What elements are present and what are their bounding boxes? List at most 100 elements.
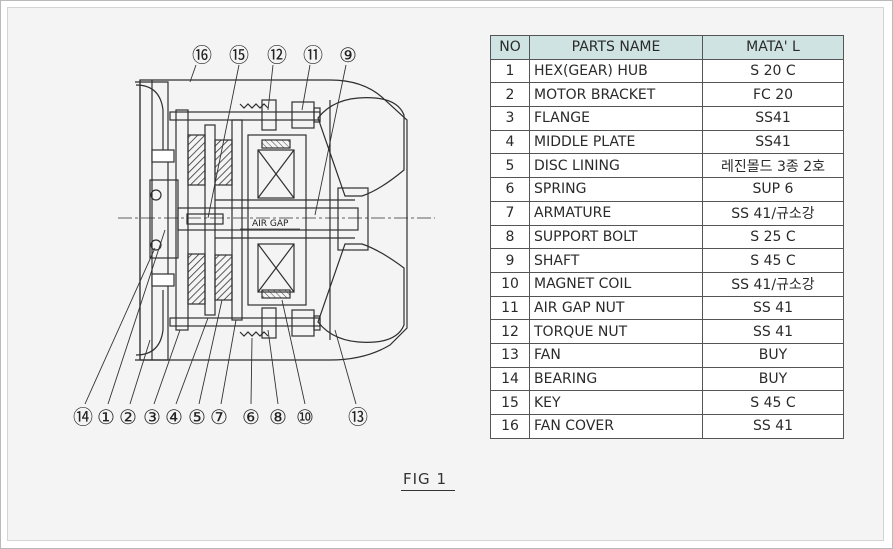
table-cell: SS 41/규소강: [702, 271, 844, 297]
armature: [231, 119, 243, 321]
table-cell: 14: [490, 366, 530, 392]
caption-underline: [401, 490, 455, 491]
table-cell: 15: [490, 390, 530, 415]
hex-hub: [149, 179, 179, 259]
table-cell: SPRING: [529, 177, 703, 202]
table-cell: SS41: [702, 129, 844, 155]
table-cell: MIDDLE PLATE: [529, 129, 703, 155]
table-cell: 11: [490, 295, 530, 321]
support-bolt-top: [169, 111, 321, 121]
table-cell: 2: [490, 82, 530, 108]
air-gap-label: AIR GAP: [252, 219, 289, 229]
table-cell: 16: [490, 414, 530, 439]
disc-lining-top: [187, 134, 206, 186]
table-cell: BEARING: [529, 366, 703, 392]
fan-blade-top: [317, 97, 405, 197]
fan-cover: [139, 79, 408, 361]
callout-11: ⑪: [303, 43, 323, 67]
callout-15: ⑮: [229, 43, 249, 67]
shaft: [177, 207, 359, 231]
table-cell: SS 41/규소강: [702, 200, 844, 226]
column-header: NO: [490, 35, 530, 60]
table-cell: SS41: [702, 106, 844, 131]
callout-8: ⑧: [269, 405, 287, 429]
column-header: MATA' L: [702, 35, 844, 60]
table-cell: 1: [490, 58, 530, 84]
callout-10: ⑩: [296, 405, 314, 429]
motor-bracket: [135, 81, 169, 361]
callout-9: ⑨: [339, 43, 357, 67]
callout-16: ⑯: [192, 43, 212, 67]
table-cell: HEX(GEAR) HUB: [529, 58, 703, 84]
disc-lining-bottom: [187, 253, 206, 305]
callout-2: ②: [119, 405, 137, 429]
callout-6: ⑥: [242, 405, 260, 429]
table-cell: 8: [490, 224, 530, 250]
bearing-top: [150, 189, 162, 201]
table-cell: SUPPORT BOLT: [529, 224, 703, 250]
table-cell: SHAFT: [529, 248, 703, 273]
table-cell: DISC LINING: [529, 153, 703, 179]
spring-top: [239, 103, 269, 109]
callout-12: ⑫: [267, 43, 287, 67]
column-header: PARTS NAME: [529, 35, 703, 60]
table-cell: 10: [490, 271, 530, 297]
table-cell: SS 41: [702, 295, 844, 321]
table-cell: FAN COVER: [529, 414, 703, 439]
fan-blade-bottom: [317, 243, 405, 343]
table-cell: FAN: [529, 342, 703, 368]
fan-hub: [337, 187, 369, 251]
table-cell: S 20 C: [702, 58, 844, 84]
table-cell: ARMATURE: [529, 200, 703, 226]
table-cell: S 25 C: [702, 224, 844, 250]
callout-3: ③: [143, 405, 161, 429]
support-bolt-bottom: [169, 317, 321, 327]
table-cell: 13: [490, 342, 530, 368]
middle-plate: [204, 124, 216, 316]
callout-5: ⑤: [188, 405, 206, 429]
table-cell: 12: [490, 319, 530, 344]
table-cell: 9: [490, 248, 530, 273]
table-cell: BUY: [702, 342, 844, 368]
callout-7: ⑦: [210, 405, 228, 429]
callout-13: ⑬: [348, 405, 368, 429]
table-cell: 4: [490, 129, 530, 155]
air-gap-nut-bottom: [291, 309, 315, 337]
table-cell: FC 20: [702, 82, 844, 108]
table-cell: KEY: [529, 390, 703, 415]
table-cell: 레진몰드 3종 2호: [702, 153, 844, 179]
table-cell: MAGNET COIL: [529, 271, 703, 297]
table-cell: TORQUE NUT: [529, 319, 703, 344]
callout-4: ④: [165, 405, 183, 429]
table-cell: SS 41: [702, 414, 844, 439]
callout-14: ⑭: [73, 405, 93, 429]
table-cell: SS 41: [702, 319, 844, 344]
table-cell: SUP 6: [702, 177, 844, 202]
table-cell: 3: [490, 106, 530, 131]
table-cell: AIR GAP NUT: [529, 295, 703, 321]
table-cell: S 45 C: [702, 390, 844, 415]
table-cell: 5: [490, 153, 530, 179]
table-cell: BUY: [702, 366, 844, 392]
table-cell: 7: [490, 200, 530, 226]
callout-1: ①: [97, 405, 115, 429]
flange: [175, 109, 189, 331]
spring-bottom: [239, 331, 269, 337]
table-cell: S 45 C: [702, 248, 844, 273]
figure-caption: FIG 1: [403, 470, 447, 488]
